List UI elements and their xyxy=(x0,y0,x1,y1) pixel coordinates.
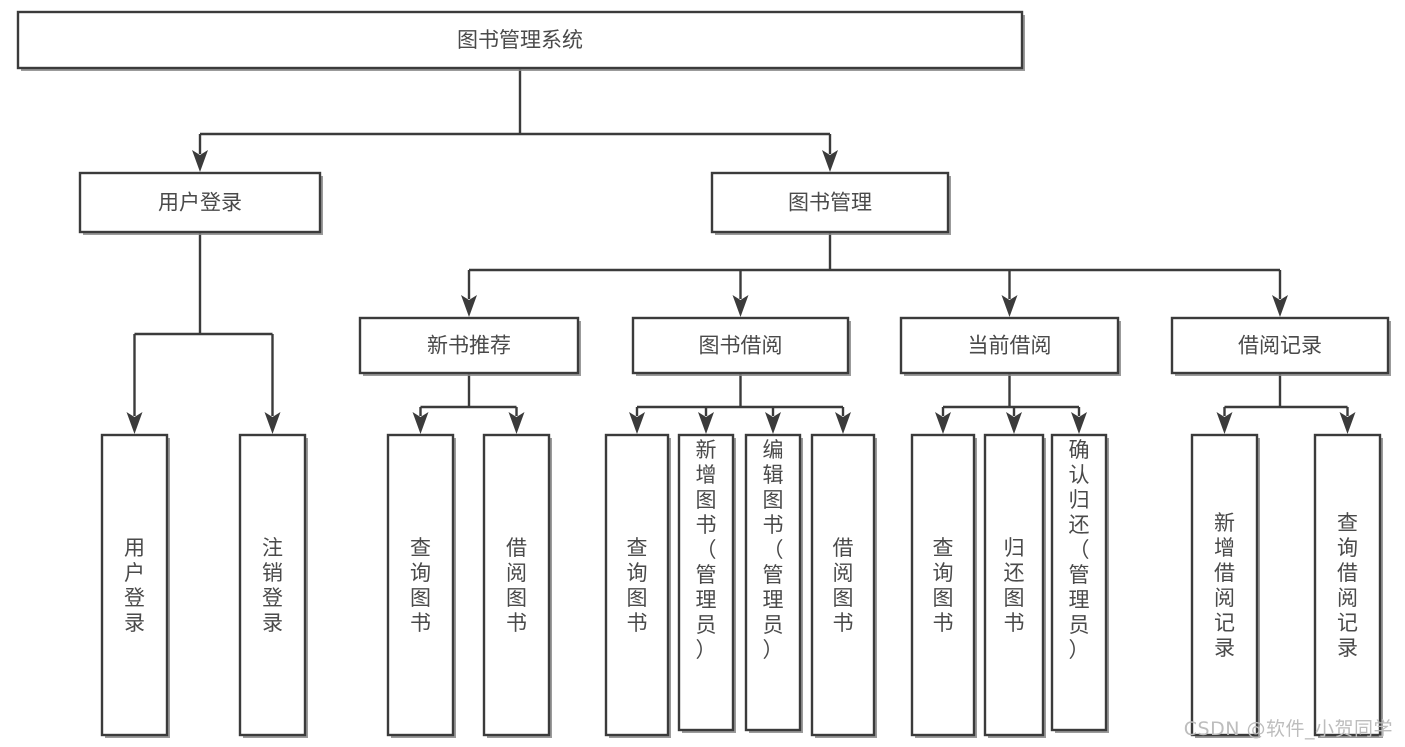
node-l3_0[interactable]: 新书推荐 xyxy=(358,316,581,376)
connector-group-l2_1 xyxy=(461,232,1288,317)
node-rect[interactable] xyxy=(910,433,976,737)
node-label: 新增图书（管理员） xyxy=(696,438,717,662)
node-rect[interactable] xyxy=(482,433,551,737)
node-rect[interactable] xyxy=(16,10,1024,70)
node-leaf_6[interactable]: 编辑图书（管理员） xyxy=(744,433,803,733)
node-rect[interactable] xyxy=(1190,433,1259,737)
node-l3_3[interactable]: 借阅记录 xyxy=(1170,316,1391,376)
node-rect[interactable] xyxy=(710,171,950,234)
node-rect[interactable] xyxy=(100,433,169,737)
node-label: 借阅记录 xyxy=(1238,334,1322,358)
node-leaf_1[interactable]: 注销登录 xyxy=(238,433,308,738)
connector-group-l3_2 xyxy=(935,373,1087,434)
connector-layer xyxy=(126,68,1356,434)
node-leaf_8[interactable]: 查询图书 xyxy=(910,433,977,738)
node-l2_1[interactable]: 图书管理 xyxy=(710,171,951,235)
node-label: 新书推荐 xyxy=(427,334,511,358)
node-label: 借阅图书 xyxy=(506,536,527,635)
node-label: 注销登录 xyxy=(262,536,283,635)
node-label: 编辑图书（管理员） xyxy=(763,438,784,662)
node-rect[interactable] xyxy=(358,316,580,375)
node-leaf_2[interactable]: 查询图书 xyxy=(386,433,456,738)
node-rect[interactable] xyxy=(810,433,876,737)
node-label: 查询图书 xyxy=(410,536,431,635)
node-rect[interactable] xyxy=(604,433,670,737)
connector-group-l3_0 xyxy=(412,373,525,434)
node-label: 查询图书 xyxy=(627,536,648,635)
node-leaf_4[interactable]: 查询图书 xyxy=(604,433,671,738)
node-label: 归还图书 xyxy=(1004,536,1025,635)
node-l3_1[interactable]: 图书借阅 xyxy=(631,316,851,376)
node-rect[interactable] xyxy=(899,316,1120,375)
node-leaf_5[interactable]: 新增图书（管理员） xyxy=(677,433,736,733)
node-label: 图书管理系统 xyxy=(457,28,583,52)
node-rect[interactable] xyxy=(386,433,455,737)
node-leaf_9[interactable]: 归还图书 xyxy=(983,433,1046,738)
node-label: 图书借阅 xyxy=(699,334,783,358)
node-label: 新增借阅记录 xyxy=(1214,511,1235,660)
node-layer: 图书管理系统用户登录图书管理新书推荐图书借阅当前借阅借阅记录用户登录注销登录查询… xyxy=(16,10,1391,738)
node-rect[interactable] xyxy=(744,433,802,732)
node-leaf_10[interactable]: 确认归还（管理员） xyxy=(1050,433,1109,733)
node-leaf_11[interactable]: 新增借阅记录 xyxy=(1190,433,1260,738)
node-label: 当前借阅 xyxy=(968,334,1052,358)
node-rect[interactable] xyxy=(983,433,1045,737)
node-label: 借阅图书 xyxy=(833,536,854,635)
connector-group-root xyxy=(192,68,838,172)
node-l3_2[interactable]: 当前借阅 xyxy=(899,316,1121,376)
node-label: 查询图书 xyxy=(933,536,954,635)
node-label: 确认归还（管理员） xyxy=(1069,438,1090,662)
connector-group-l3_3 xyxy=(1216,373,1356,434)
node-rect[interactable] xyxy=(677,433,735,732)
connector-group-l3_1 xyxy=(629,373,851,434)
node-label: 用户登录 xyxy=(124,536,145,635)
node-rect[interactable] xyxy=(1170,316,1390,375)
node-root[interactable]: 图书管理系统 xyxy=(16,10,1025,71)
node-label: 图书管理 xyxy=(788,191,872,215)
node-rect[interactable] xyxy=(78,171,322,234)
node-label: 查询借阅记录 xyxy=(1337,511,1358,660)
node-l2_0[interactable]: 用户登录 xyxy=(78,171,323,235)
node-leaf_0[interactable]: 用户登录 xyxy=(100,433,170,738)
node-leaf_12[interactable]: 查询借阅记录 xyxy=(1313,433,1383,738)
node-leaf_7[interactable]: 借阅图书 xyxy=(810,433,877,738)
node-label: 用户登录 xyxy=(158,191,242,215)
node-rect[interactable] xyxy=(1313,433,1382,737)
node-rect[interactable] xyxy=(631,316,850,375)
node-rect[interactable] xyxy=(238,433,307,737)
node-rect[interactable] xyxy=(1050,433,1108,732)
node-leaf_3[interactable]: 借阅图书 xyxy=(482,433,552,738)
connector-group-l2_0 xyxy=(126,232,281,434)
